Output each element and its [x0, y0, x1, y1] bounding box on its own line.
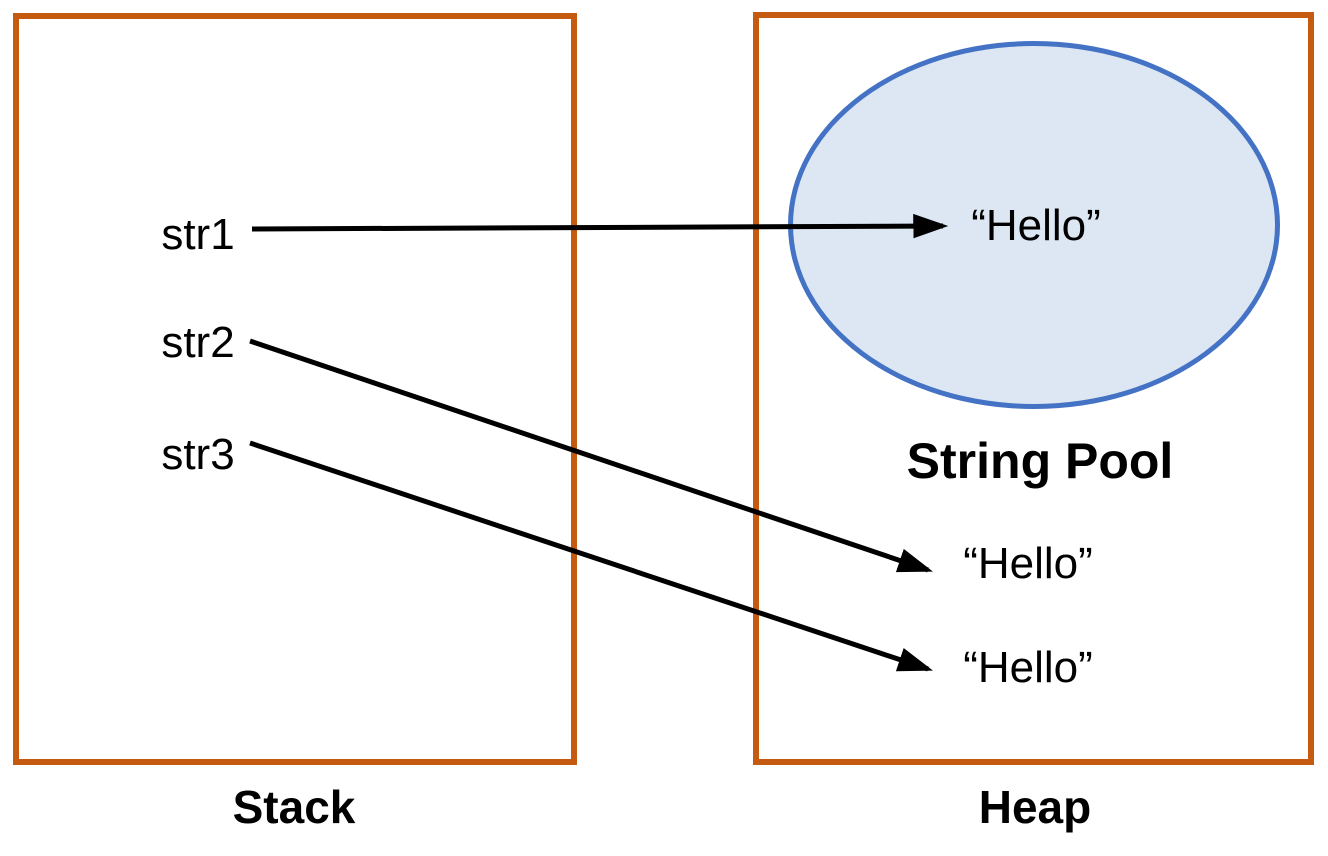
stack-caption: Stack	[232, 781, 356, 833]
variable-label-str2: str2	[161, 318, 235, 367]
string-pool-hello-value: “Hello”	[971, 201, 1101, 250]
variable-label-str1: str1	[161, 210, 235, 259]
string-pool-title: String Pool	[906, 433, 1174, 489]
variable-label-str3: str3	[161, 430, 235, 479]
heap-hello-value-2: “Hello”	[963, 643, 1093, 692]
stack-box	[13, 13, 577, 765]
heap-caption: Heap	[978, 781, 1092, 833]
heap-hello-value-1: “Hello”	[963, 539, 1093, 588]
